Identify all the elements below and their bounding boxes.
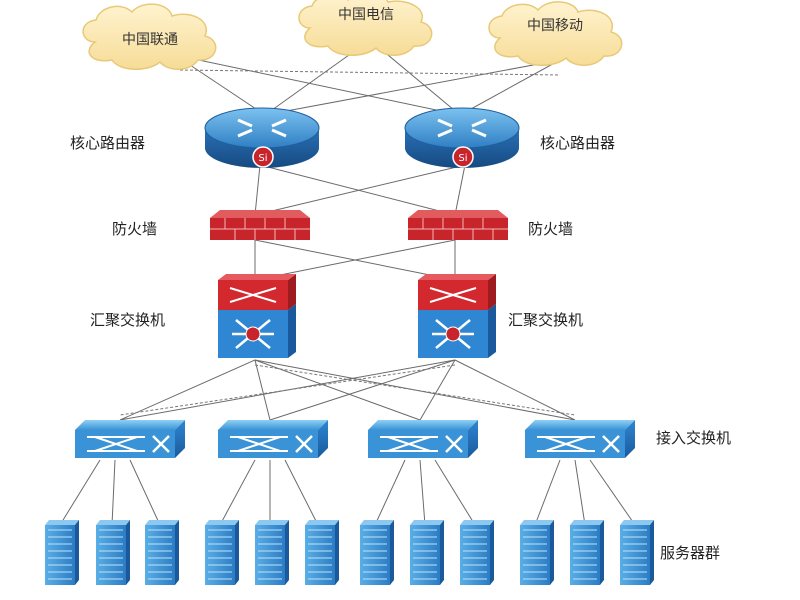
switch-arrows-icon (380, 435, 463, 453)
server-3 (145, 520, 179, 585)
server-1 (45, 520, 79, 585)
aggregation-switch-left (218, 274, 296, 358)
access-switch-4 (525, 420, 635, 458)
isp-cloud-telecom: 中国电信 (298, 0, 433, 56)
server-4 (205, 520, 239, 585)
core-router-left: Si (204, 107, 320, 168)
core-router-right: Si (404, 107, 520, 168)
tier-label-server-cluster: 服务器群 (660, 544, 720, 562)
tier-label-core-router-left: 核心路由器 (70, 134, 145, 152)
access-switch-2 (218, 420, 328, 458)
svg-text:Si: Si (458, 153, 467, 164)
tier-label-firewall-right: 防火墙 (528, 220, 573, 238)
server-2 (96, 520, 130, 585)
switch-arrows-icon (537, 435, 620, 453)
server-6 (305, 520, 339, 585)
isp-label-mobile: 中国移动 (527, 18, 583, 34)
isp-label-unicom: 中国联通 (122, 32, 178, 48)
firewall-right (408, 210, 508, 240)
access-switch-group (75, 420, 635, 458)
isp-cloud-unicom: 中国联通 (82, 3, 217, 70)
router-arrows-icon (237, 118, 287, 138)
tier-label-firewall-left: 防火墙 (112, 220, 157, 238)
firewall-left (210, 210, 310, 240)
isp-label-telecom: 中国电信 (338, 7, 394, 23)
si-badge-icon (252, 146, 274, 168)
links-layer (59, 39, 636, 526)
server-7 (360, 520, 394, 585)
server-10 (520, 520, 554, 585)
server-11 (570, 520, 604, 585)
tier-label-access-switch: 接入交换机 (656, 429, 731, 447)
switch-arrows-icon (87, 435, 170, 453)
switch-arrows-icon (230, 435, 313, 453)
svg-text:Si: Si (258, 153, 267, 164)
router-arrows-icon (437, 118, 487, 138)
server-12 (620, 520, 654, 585)
server-9 (460, 520, 494, 585)
server-5 (255, 520, 289, 585)
tier-label-aggregation-left: 汇聚交换机 (90, 311, 165, 329)
server-group (45, 520, 654, 585)
isp-cloud-mobile: 中国移动 (488, 1, 623, 66)
aggregation-switch-right (418, 274, 496, 358)
access-switch-1 (75, 420, 185, 458)
tier-label-core-router-right: 核心路由器 (540, 134, 615, 152)
server-8 (410, 520, 444, 585)
si-badge-icon (452, 146, 474, 168)
tier-label-aggregation-right: 汇聚交换机 (508, 311, 583, 329)
access-switch-3 (368, 420, 478, 458)
